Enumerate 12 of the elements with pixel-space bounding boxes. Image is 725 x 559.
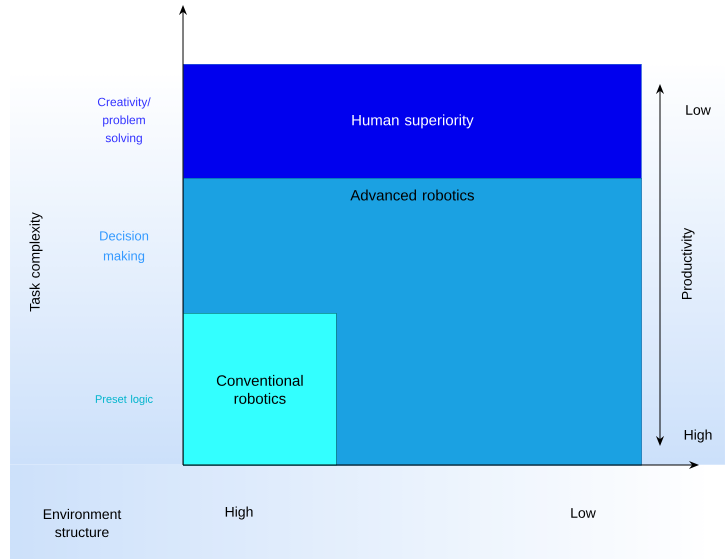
axis-label: Productivity <box>681 228 695 300</box>
axis-label: Decision making <box>100 230 148 264</box>
axis-label: Task complexity <box>29 212 43 312</box>
axis-label: Creativity/ problem solving <box>98 97 151 145</box>
axis-label: Environment structure <box>44 508 122 538</box>
axis-label: High <box>226 506 252 520</box>
axis-label: Low <box>571 508 596 518</box>
axis-label: Preset logic <box>96 394 153 406</box>
region-box: Human superiority <box>183 64 642 179</box>
axis-label: High <box>684 429 712 443</box>
axis-label: Low <box>686 105 711 115</box>
region-box: Conventional robotics <box>183 313 337 466</box>
